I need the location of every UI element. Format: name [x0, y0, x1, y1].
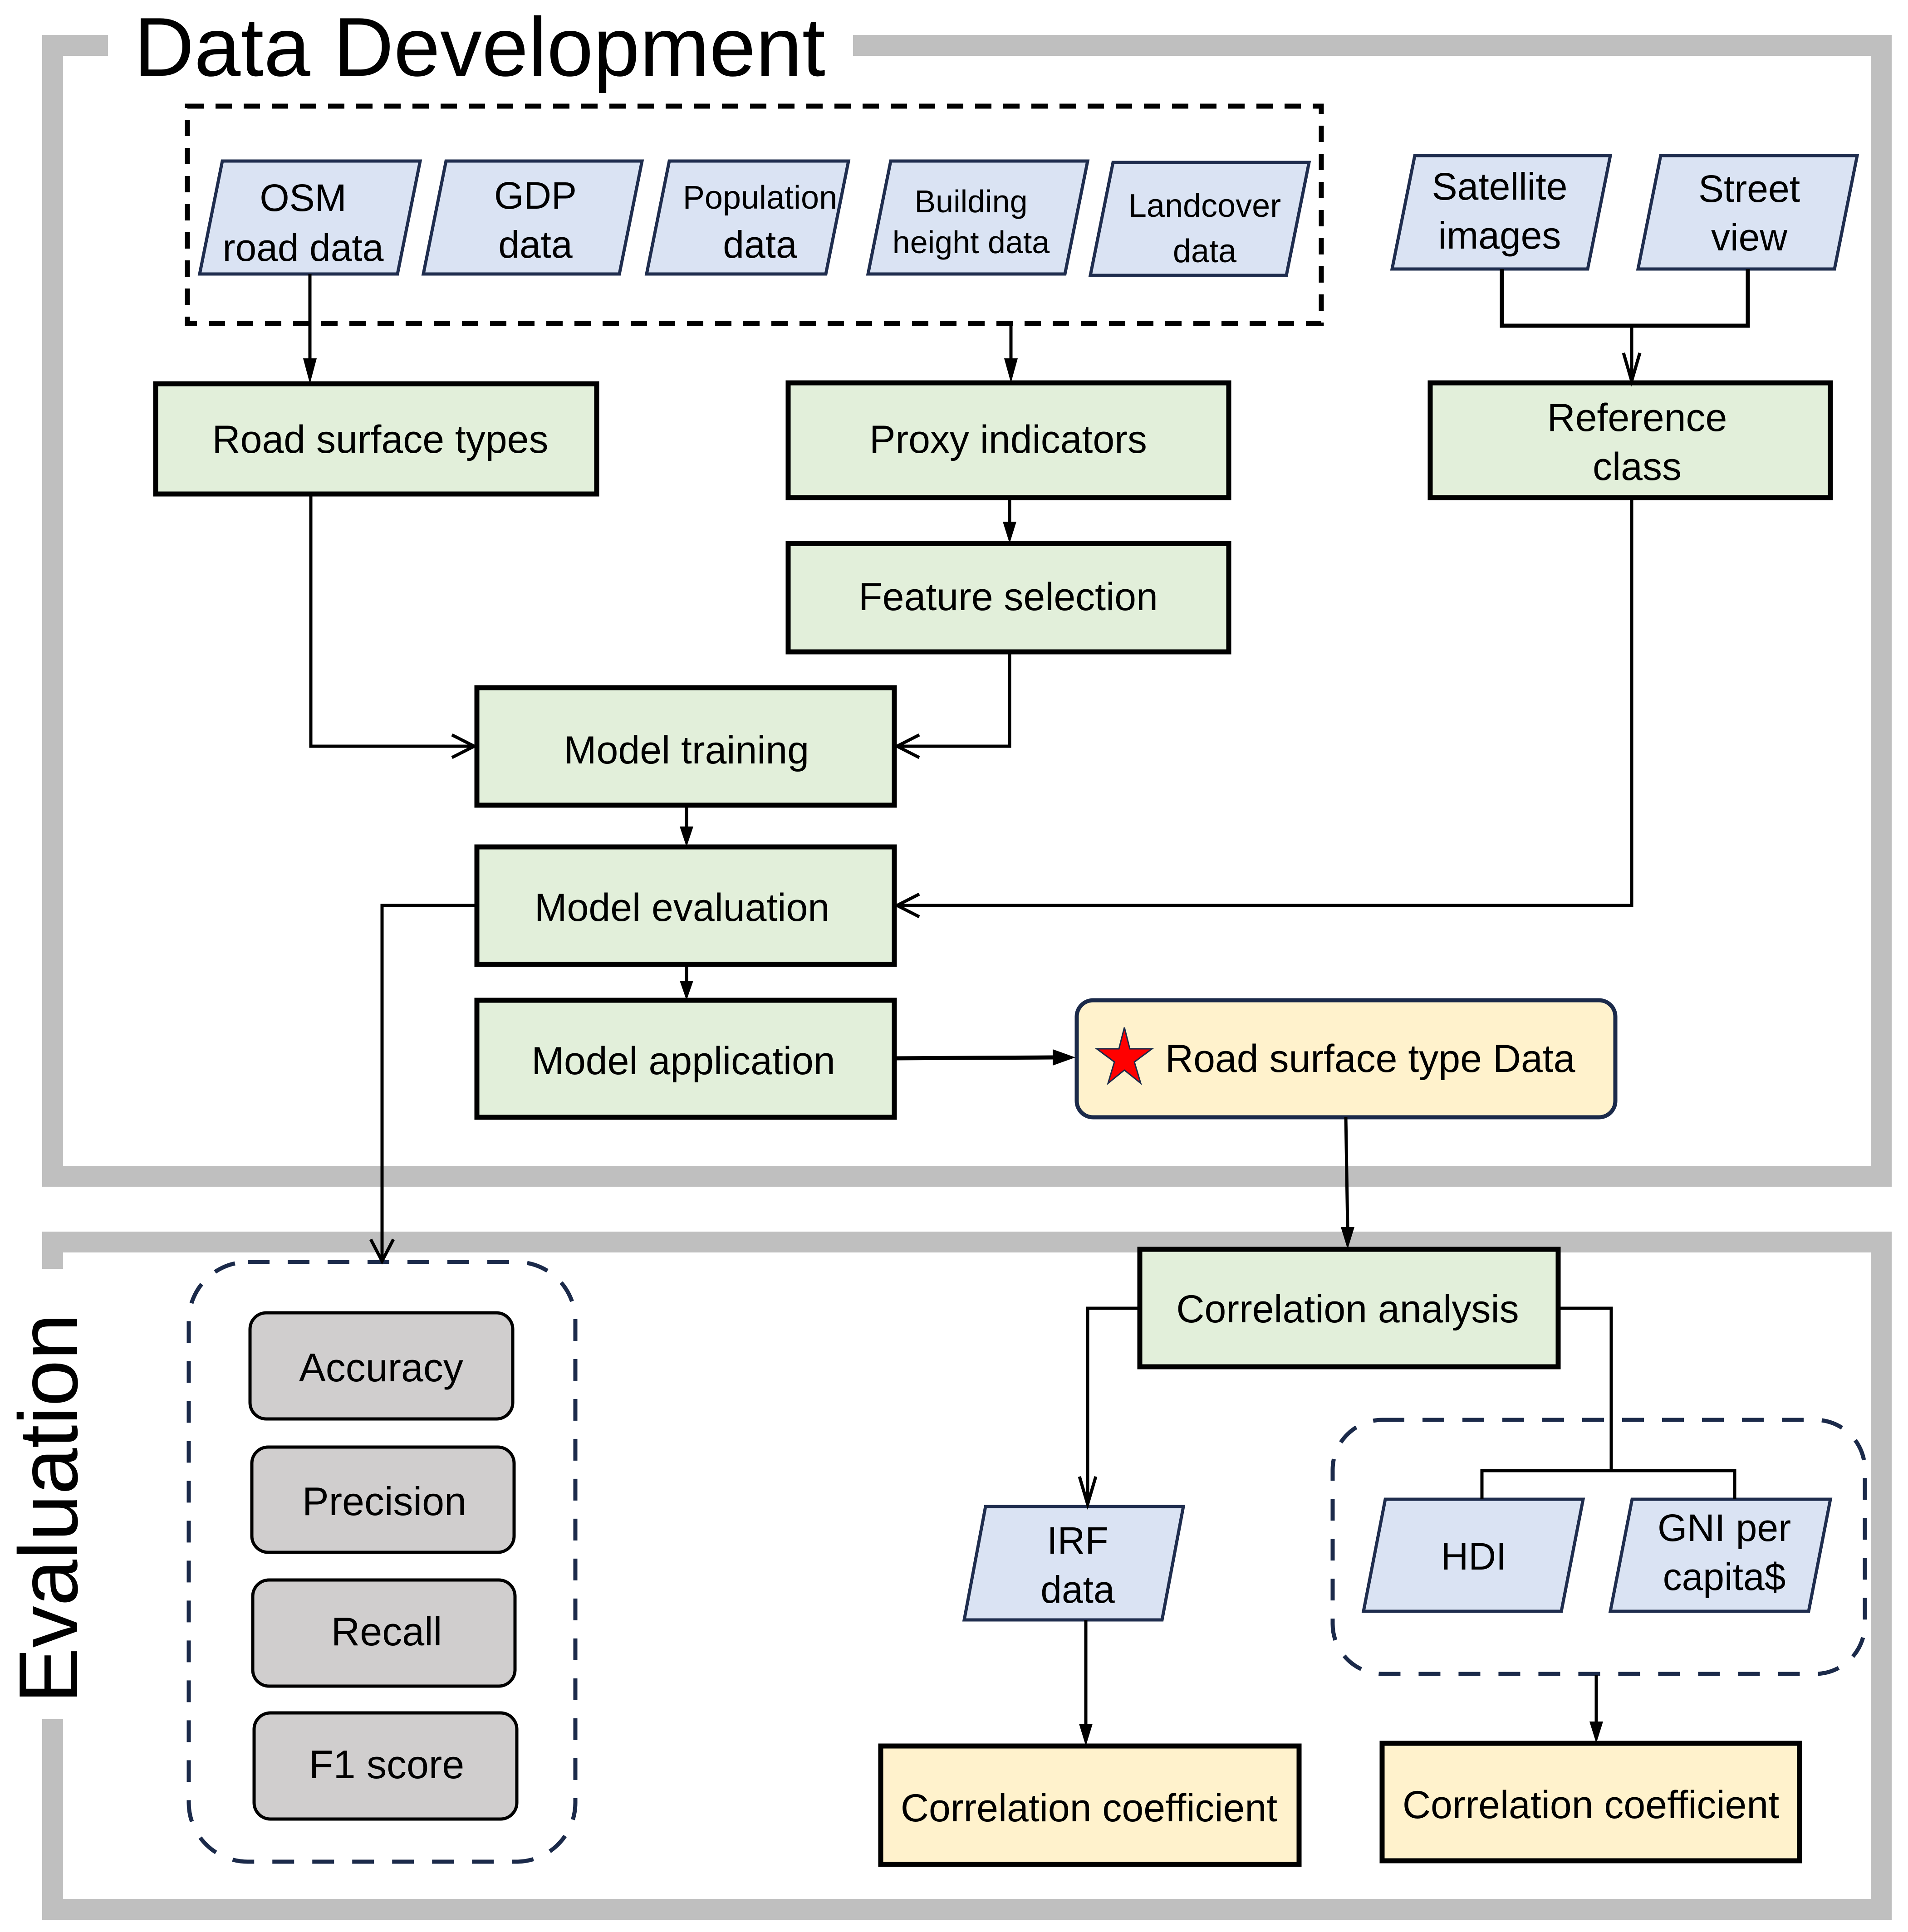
connector-feature-to-training	[893, 652, 1011, 759]
proxy-indicators-box[interactable]: Proxy indicators	[785, 380, 1231, 500]
correlation-coefficient-socio-label: Correlation coefficient	[1403, 1783, 1779, 1827]
model-application-box[interactable]: Model application	[474, 998, 897, 1120]
metric-recall-label: Recall	[331, 1609, 442, 1654]
road-surface-type-data-box[interactable]: Road surface type Data	[1074, 998, 1618, 1120]
evaluation-frame	[42, 1232, 1892, 1920]
input-street-line2: view	[1711, 216, 1787, 259]
model-application-label: Model application	[531, 1039, 835, 1083]
road-surface-type-data-label: Road surface type Data	[1165, 1037, 1575, 1081]
input-irf-line1: IRF	[1047, 1519, 1108, 1562]
evaluation-title: Evaluation	[1, 1314, 95, 1703]
correlation-analysis-label: Correlation analysis	[1176, 1287, 1519, 1331]
correlation-analysis-box[interactable]: Correlation analysis	[1137, 1247, 1561, 1370]
input-osm-line1: OSM	[260, 176, 346, 219]
model-evaluation-label: Model evaluation	[535, 886, 829, 929]
input-irf-data[interactable]: IRF data	[962, 1505, 1186, 1622]
input-gdp-line2: data	[498, 223, 573, 266]
input-satellite-images[interactable]: Satellite images	[1390, 154, 1613, 271]
connector-output-to-correlation	[1341, 1117, 1354, 1249]
data-development-title: Data Development	[134, 0, 825, 93]
connector-evaluation-to-application	[680, 964, 693, 1000]
input-landcover-line1: Landcover	[1128, 188, 1281, 224]
input-satellite-line2: images	[1438, 214, 1561, 257]
input-gdp-line1: GDP	[494, 174, 577, 217]
reference-class-line2: class	[1593, 445, 1682, 489]
metric-recall[interactable]: Recall	[251, 1578, 517, 1688]
connector-correlation-to-socio	[1480, 1306, 1736, 1499]
connector-correlation-to-irf	[1078, 1306, 1140, 1510]
star-icon	[1094, 1027, 1154, 1086]
input-population-data[interactable]: Population data	[644, 159, 851, 276]
socioeconomic-group	[1330, 1418, 1867, 1676]
input-osm-line2: road data	[223, 226, 384, 269]
input-landcover-line2: data	[1173, 233, 1237, 269]
input-hdi-label: HDI	[1441, 1535, 1507, 1578]
input-gni-per-capita[interactable]: GNI per capita$	[1608, 1497, 1833, 1613]
connector-road-surface-to-training	[309, 494, 478, 759]
input-population-line1: Population	[683, 180, 837, 216]
correlation-coefficient-irf-label: Correlation coefficient	[901, 1786, 1277, 1830]
reference-class-box[interactable]: Reference class	[1427, 380, 1833, 500]
input-irf-line2: data	[1040, 1568, 1115, 1611]
model-training-box[interactable]: Model training	[474, 685, 897, 808]
metric-f1-score[interactable]: F1 score	[252, 1711, 519, 1821]
input-gdp-data[interactable]: GDP data	[421, 159, 644, 276]
model-training-label: Model training	[564, 729, 809, 772]
metric-accuracy[interactable]: Accuracy	[248, 1311, 515, 1421]
input-street-line1: Street	[1698, 167, 1800, 210]
connector-reference-inputs	[1500, 269, 1750, 387]
metric-precision[interactable]: Precision	[250, 1445, 516, 1554]
model-evaluation-box[interactable]: Model evaluation	[474, 844, 897, 967]
reference-class-line1: Reference	[1547, 396, 1727, 440]
input-hdi[interactable]: HDI	[1361, 1497, 1585, 1613]
connector-irf-to-coefficient	[1079, 1620, 1093, 1746]
connector-osm-to-road-surface	[303, 274, 317, 384]
road-surface-types-box[interactable]: Road surface types	[153, 381, 599, 497]
input-gni-line2: capita$	[1663, 1555, 1786, 1598]
correlation-coefficient-irf-box[interactable]: Correlation coefficient	[878, 1743, 1302, 1867]
feature-selection-box[interactable]: Feature selection	[785, 541, 1231, 655]
input-landcover-data[interactable]: Landcover data	[1088, 161, 1311, 277]
connector-application-to-output	[894, 1049, 1075, 1066]
road-surface-types-label: Road surface types	[212, 418, 549, 461]
connector-training-to-evaluation	[680, 805, 693, 847]
metric-accuracy-label: Accuracy	[299, 1345, 463, 1390]
input-building-line1: Building	[914, 184, 1027, 219]
connector-evaluation-to-metrics	[369, 904, 477, 1265]
metric-precision-label: Precision	[302, 1479, 466, 1524]
input-satellite-line1: Satellite	[1432, 165, 1568, 208]
metric-f1-score-label: F1 score	[309, 1742, 464, 1787]
input-street-view[interactable]: Street view	[1636, 154, 1859, 271]
input-gni-line1: GNI per	[1658, 1506, 1791, 1549]
input-population-line2: data	[723, 223, 797, 266]
input-building-line2: height data	[893, 225, 1050, 260]
connector-socio-to-coefficient	[1589, 1675, 1603, 1743]
feature-selection-label: Feature selection	[858, 575, 1158, 619]
connector-proxy-to-feature	[1003, 498, 1016, 543]
correlation-coefficient-socio-box[interactable]: Correlation coefficient	[1379, 1741, 1802, 1864]
connector-reference-to-evaluation	[893, 498, 1633, 919]
input-osm-road-data[interactable]: OSM road data	[197, 159, 422, 276]
input-building-height-data[interactable]: Building height data	[866, 159, 1090, 276]
input-data-group	[185, 103, 1324, 326]
connector-inputs-to-proxy	[1004, 323, 1018, 383]
proxy-indicators-label: Proxy indicators	[869, 418, 1147, 461]
data-development-frame	[42, 35, 1892, 1187]
